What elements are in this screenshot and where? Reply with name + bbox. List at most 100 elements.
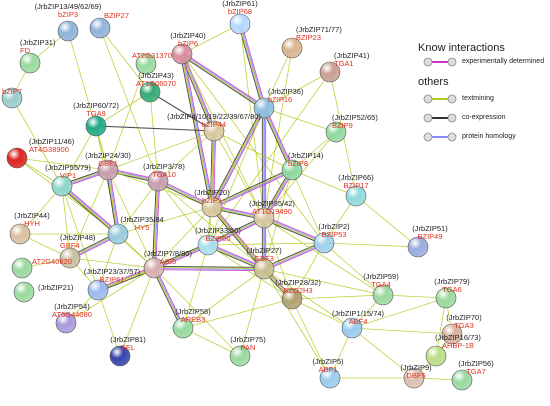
node-circle[interactable] [197,234,219,256]
node-gene-label: BZIP17 [343,181,368,190]
node-circle[interactable] [147,170,169,192]
node-circle[interactable] [281,159,303,181]
node-n42[interactable]: (JrbZIP75)PAN [229,335,266,367]
legend-known-title: Know interactions [418,42,505,54]
node-n12[interactable]: (JrbZIP36)bZIP16 [253,87,304,119]
node-n37[interactable]: (JrbZIP54)AT5G44080 [52,302,92,334]
node-n22[interactable]: (JrbZIP35/42)AT1G19490 [249,199,295,229]
node-circle[interactable] [172,317,194,339]
node-circle[interactable] [109,345,131,367]
node-circle[interactable] [57,20,79,42]
node-id-label: (JrbZIP58) [175,307,211,316]
node-circle[interactable] [281,288,303,310]
node-n34[interactable]: (JrbZIP28/32)BZO2H3 [275,278,321,310]
node-n41[interactable]: (JrbZIP81)EEL [109,335,146,367]
node-n33[interactable]: (JrbZIP7/8/80)ABI5 [143,249,192,279]
node-n6[interactable]: (JrbZIP71/77)BZIP23 [281,25,342,59]
node-n8[interactable]: AT2G31370 [132,51,172,75]
node-n45[interactable]: (JrbZIP9)DBF5 [400,363,432,389]
node-n25[interactable]: (JrbZIP48)GBF4 [59,233,96,269]
node-n38[interactable]: (JrbZIP58)AREB3 [172,307,211,339]
node-n23[interactable]: (JrbZIP44)HYH [9,211,50,245]
node-circle[interactable] [319,61,341,83]
node-n46[interactable]: (JrbZIP56)TGA7 [451,359,494,391]
node-n14[interactable]: (JrbZIP52/65)BZIP9 [325,113,378,143]
node-circle[interactable] [425,345,447,367]
node-n10[interactable]: bZIP7 [1,87,23,109]
node-n18[interactable]: (JrbZIP14)bZIP8 [281,151,324,181]
node-circle[interactable] [11,257,33,279]
node-circle[interactable] [107,223,129,245]
node-n2[interactable]: BZIP27 [89,11,129,39]
node-n17[interactable]: (JrbZIP3/78)TGA10 [143,162,185,192]
edge-n29-n35 [263,268,384,296]
node-n5[interactable]: (JrbZIP40)bZIP6 [170,31,206,65]
node-n3[interactable]: (JrbZIP61)bZIP68 [222,0,258,35]
node-circle[interactable] [345,185,367,207]
node-circle[interactable] [229,345,251,367]
node-n28[interactable]: (JrbZIP51)BZIP49 [407,224,448,258]
node-n11[interactable]: (JrbZIP60/72)TGA9 [73,101,119,137]
node-circle[interactable] [87,279,109,301]
node-circle[interactable] [85,115,107,137]
node-circle[interactable] [171,43,193,65]
node-n1[interactable]: (JrbZIP13/49/62/69)bZIP3 [35,2,102,42]
node-circle[interactable] [97,159,119,181]
node-circle[interactable] [253,207,275,229]
node-n35[interactable]: (JrbZIP59)TGA4 [363,272,399,306]
node-circle[interactable] [6,147,28,169]
node-circle[interactable] [451,369,473,391]
node-n40[interactable]: (JrbZIP70)TGA3 [441,313,482,345]
node-circle[interactable] [313,232,335,254]
node-circle[interactable] [372,284,394,306]
node-circle[interactable] [13,281,35,303]
node-circle[interactable] [229,13,251,35]
node-n20[interactable]: (JrbZIP20)bZIP1 [194,188,230,218]
node-circle[interactable] [253,258,275,280]
node-circle[interactable] [281,37,303,59]
node-circle[interactable] [441,323,463,345]
node-circle[interactable] [1,87,23,109]
node-circle[interactable] [51,175,73,197]
node-circle[interactable] [89,17,111,39]
node-n16[interactable]: (JrbZIP24/30)GBF1 [85,151,131,181]
node-circle[interactable] [135,53,157,75]
node-n36[interactable]: (JrbZIP79)TGA6 [434,277,470,309]
node-circle[interactable] [201,196,223,218]
node-n31[interactable]: (JrbZIP21) [13,281,74,303]
node-n7[interactable]: (JrbZIP41)TGA1 [319,51,370,83]
edge-n2-n9 [99,27,151,93]
node-circle[interactable] [139,81,161,103]
node-n30[interactable]: AT2G40620 [11,257,72,279]
node-n13[interactable]: (JrbZIP4/10/19/22/39/67/80)bZIP44 [167,112,261,142]
node-n9[interactable]: (JrbZIP43)AT1G06070 [136,71,176,103]
node-circle[interactable] [59,247,81,269]
node-circle[interactable] [203,120,225,142]
node-circle[interactable] [407,236,429,258]
node-n26[interactable]: (JrbZIP33/50)BZIP60 [195,226,241,256]
node-n44[interactable]: (JrbZIP16/73)AHBP-1B [425,333,481,367]
node-circle[interactable] [253,97,275,119]
node-circle[interactable] [325,121,347,143]
node-circle[interactable] [435,287,457,309]
node-n21[interactable]: (JrbZIP66)BZIP17 [338,173,374,207]
node-n29[interactable]: (JrbZIP27)GBF3 [246,246,282,280]
node-id-label: (JrbZIP60/72) [73,101,119,110]
node-circle[interactable] [403,367,425,389]
node-circle[interactable] [19,52,41,74]
node-circle[interactable] [9,223,31,245]
node-n27[interactable]: (JrbZIP2)BZIP53 [313,222,350,254]
node-n43[interactable]: (JrbZIP5)ABF1 [312,357,344,389]
node-circle[interactable] [341,317,363,339]
node-gene-label: TGA9 [86,109,106,118]
node-circle[interactable] [55,312,77,334]
node-n4[interactable]: (JrbZIP31)FD [19,38,56,74]
node-n19[interactable]: (JrbZIP55/79)VIP1 [45,163,91,197]
node-n32[interactable]: (JrbZIP23/37/57)BZIP61 [84,267,141,301]
node-circle[interactable] [319,367,341,389]
node-n15[interactable]: (JrbZIP11/46)AT4G38900 [6,137,75,169]
node-gene-label: AT4G38900 [29,145,69,154]
node-circle[interactable] [143,257,165,279]
node-n39[interactable]: (JrbZIP1/15/74)ABF4 [332,309,385,339]
